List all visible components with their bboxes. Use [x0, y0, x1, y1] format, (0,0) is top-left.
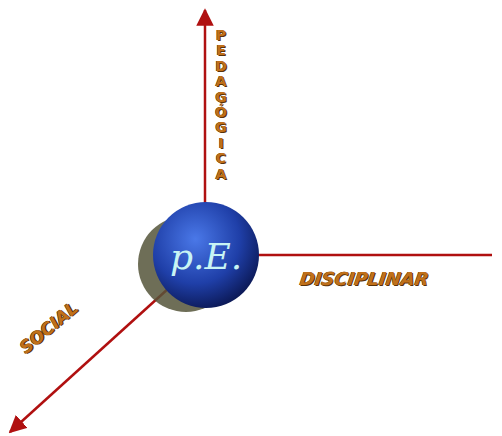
- axis-label: DISCIPLINAR: [299, 268, 431, 289]
- disciplinary-axis: [250, 254, 492, 257]
- axis-label: PEDAGÓGICA: [214, 28, 228, 182]
- axis-label: SOCIAL: [16, 298, 82, 358]
- sphere-node: p.E.: [132, 198, 260, 314]
- social-axis: [10, 278, 180, 432]
- pedagogic-axis: [204, 10, 207, 210]
- sphere-label: p.E.: [132, 198, 260, 314]
